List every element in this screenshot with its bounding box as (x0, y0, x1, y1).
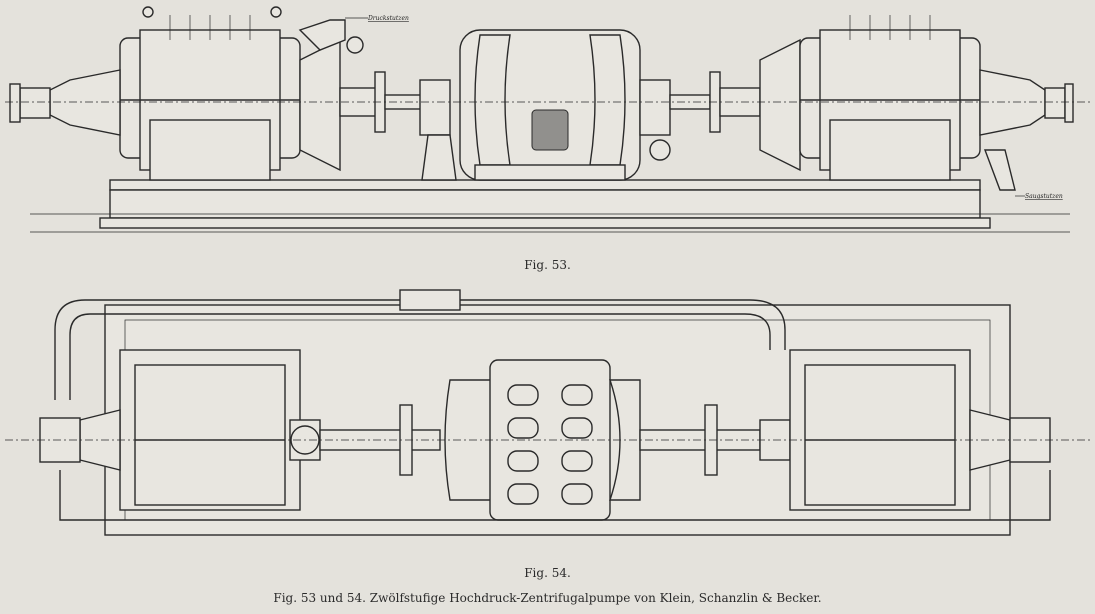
base-frame (109, 189, 981, 219)
left-coupling-side (339, 71, 457, 181)
valve-stems (849, 15, 931, 40)
right-coupling-side (639, 71, 761, 161)
fig53-caption: Fig. 53. (524, 258, 571, 272)
fig54-plan-view (5, 289, 1090, 536)
base-plate (99, 217, 991, 229)
electric-motor-side (459, 29, 641, 181)
suction-nozzle (983, 149, 1016, 191)
lifting-eye-icon (142, 6, 154, 18)
right-pump-side (759, 15, 1074, 191)
lifting-eye-icon (270, 6, 282, 18)
fig53-side-view: Druckstutzen Saugstutzen (5, 6, 1090, 233)
left-pump-plan (39, 349, 321, 511)
terminal-box (531, 109, 569, 151)
lower-pipe (59, 470, 1051, 521)
right-pump-plan (759, 349, 1051, 511)
base-frame-top (109, 179, 981, 191)
discharge-nozzle (298, 19, 346, 51)
left-pump-side (9, 6, 364, 181)
valve-stems (169, 15, 251, 40)
fig54-caption: Fig. 54. (524, 566, 571, 580)
label-saugstutzen: Saugstutzen (1025, 193, 1063, 200)
ventilation-slots (507, 384, 593, 505)
label-druckstutzen: Druckstutzen (367, 15, 409, 22)
main-figure-caption: Fig. 53 und 54. Zwölfstufige Hochdruck-Z… (273, 591, 822, 605)
connecting-pipe (54, 289, 786, 400)
pressure-gauge-icon (346, 36, 364, 54)
